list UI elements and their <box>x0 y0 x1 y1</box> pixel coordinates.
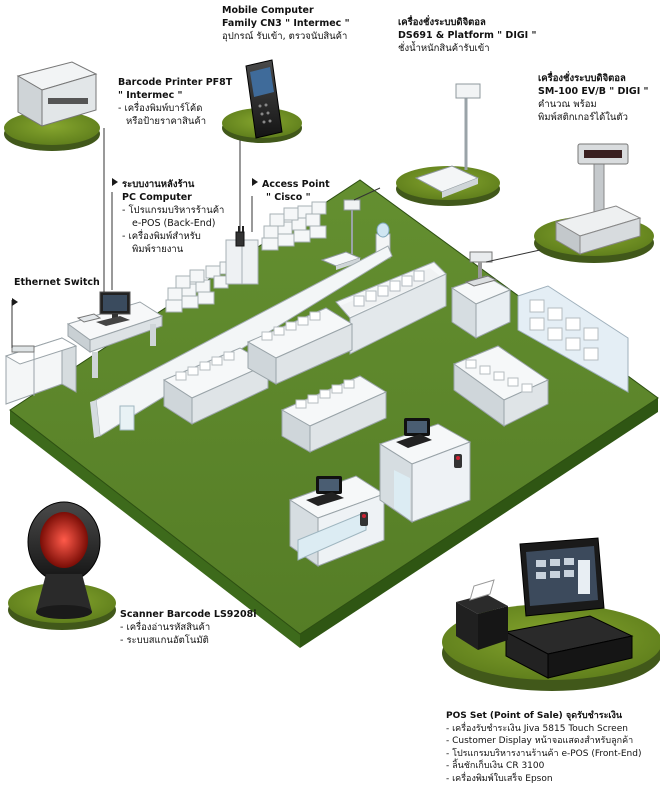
access-point-title: Access Point <box>262 179 330 190</box>
sm100-scale-label: เครื่องชั่งระบบดิจิตอล SM-100 EV/B " DIG… <box>538 72 649 124</box>
ds691-scale-model: DS691 & Platform " DIGI " <box>398 30 537 41</box>
sm100-scale-desc: คำนวณ พร้อม <box>538 99 597 110</box>
pc-computer <box>96 291 131 326</box>
backend-item-cont: พิมพ์รายงาน <box>132 244 184 255</box>
barcode-printer-brand: " Intermec " <box>118 90 183 101</box>
right-wall-shelf <box>517 285 629 393</box>
shelf-island-3 <box>280 375 388 453</box>
back-shelf-row <box>335 261 447 355</box>
barcode-printer-disc <box>4 111 105 292</box>
pos-set-item: เครื่องรับชำระเงิน Jiva 5815 Touch Scree… <box>446 723 641 736</box>
ds691-scale-label: เครื่องชั่งระบบดิจิตอล DS691 & Platform … <box>398 16 536 55</box>
sm100-scale-title: เครื่องชั่งระบบดิจิตอล <box>538 73 626 84</box>
mobile-computer-device <box>245 59 283 139</box>
backend-item: เครื่องพิมพ์สำหรับ <box>122 230 224 243</box>
pos-set-item: ลิ้นชักเก็บเงิน CR 3100 <box>446 760 641 773</box>
scanner-title: Scanner Barcode LS9208i <box>120 609 257 620</box>
scanner-item: เครื่องอ่านรหัสสินค้า <box>120 621 256 634</box>
pos-terminal-small-2 <box>396 418 432 448</box>
mobile-computer-model: Family CN3 " Intermec " <box>222 18 350 29</box>
scanner-device <box>27 501 101 619</box>
cash-drawer <box>504 615 634 679</box>
access-point-brand: " Cisco " <box>266 192 311 203</box>
scanner-item: ระบบสแกนอัตโนมัติ <box>120 634 256 647</box>
shelf-island-2 <box>246 307 354 385</box>
callout-leaders <box>11 192 253 348</box>
ds691-scale-title: เครื่องชั่งระบบดิจิตอล <box>398 17 486 28</box>
sm100-scale-model: SM-100 EV/B " DIGI " <box>538 86 649 97</box>
receiving-scale-floor <box>320 199 362 270</box>
backend-pc: PC Computer <box>122 192 192 203</box>
shelf-island-4 <box>452 345 550 427</box>
barcode-printer-title: Barcode Printer PF8T <box>118 77 233 88</box>
sm100-scale-device <box>554 143 642 255</box>
barcode-printer-item: หรือป้ายราคาสินค้า <box>126 116 207 127</box>
shelf-island-1 <box>162 347 270 425</box>
pos-set-item: Customer Display หน้าจอแสดงสำหรับลูกค้า <box>446 735 641 748</box>
ds691-scale-desc: ชั่งน้ำหนักสินค้ารับเข้า <box>398 43 490 54</box>
pos-touch-terminal <box>519 537 605 617</box>
backend-item: โปรแกรมบริหารร้านค้า <box>122 204 224 217</box>
backend-title: ระบบงานหลังร้าน <box>122 179 195 190</box>
pos-set-item: เครื่องพิมพ์ใบเสร็จ Epson <box>446 773 641 786</box>
checkout-counter-front <box>288 475 386 567</box>
report-printer <box>76 313 102 323</box>
ethernet-switch-title: Ethernet Switch <box>14 277 100 288</box>
barcode-printer-label: Barcode Printer PF8T " Intermec " เครื่อ… <box>118 76 232 128</box>
sm100-scale-desc: พิมพ์สติกเกอร์ได้ในตัว <box>538 112 628 123</box>
scanner-label: Scanner Barcode LS9208i เครื่องอ่านรหัสส… <box>120 608 256 647</box>
pos-set-title: POS Set (Point of Sale) จุดรับชำระเงิน <box>446 711 623 721</box>
pos-set-label: POS Set (Point of Sale) จุดรับชำระเงิน เ… <box>446 710 641 785</box>
backend-label: ระบบงานหลังร้าน PC Computer โปรแกรมบริหา… <box>122 178 224 256</box>
counter-scanner-2 <box>454 454 462 468</box>
mobile-computer-label: Mobile Computer Family CN3 " Intermec " … <box>222 4 350 43</box>
mobile-computer-desc: อุปกรณ์ รับเข้า, ตรวจนับสินค้า <box>222 31 348 42</box>
storage-boxes <box>165 201 327 313</box>
receipt-printer <box>456 579 508 650</box>
barcode-printer-device <box>16 61 98 127</box>
ethernet-switch-label: Ethernet Switch <box>14 276 100 289</box>
callout-flags <box>12 178 258 306</box>
backend-item-cont: e-POS (Back-End) <box>132 218 216 229</box>
pos-terminal-small-1 <box>306 476 344 506</box>
pos-set-item: โปรแกรมบริหารงานร้านค้า e-POS (Front-End… <box>446 748 641 761</box>
ethernet-switch-device <box>11 345 35 353</box>
barcode-printer-item: เครื่องพิมพ์บาร์โค้ด <box>118 102 232 115</box>
ds691-scale-device <box>414 83 481 198</box>
access-point-label: Access Point " Cisco " <box>262 178 330 204</box>
counter-scanner-1 <box>360 512 368 526</box>
mobile-computer-title: Mobile Computer <box>222 5 314 16</box>
deli-counter <box>450 251 512 339</box>
